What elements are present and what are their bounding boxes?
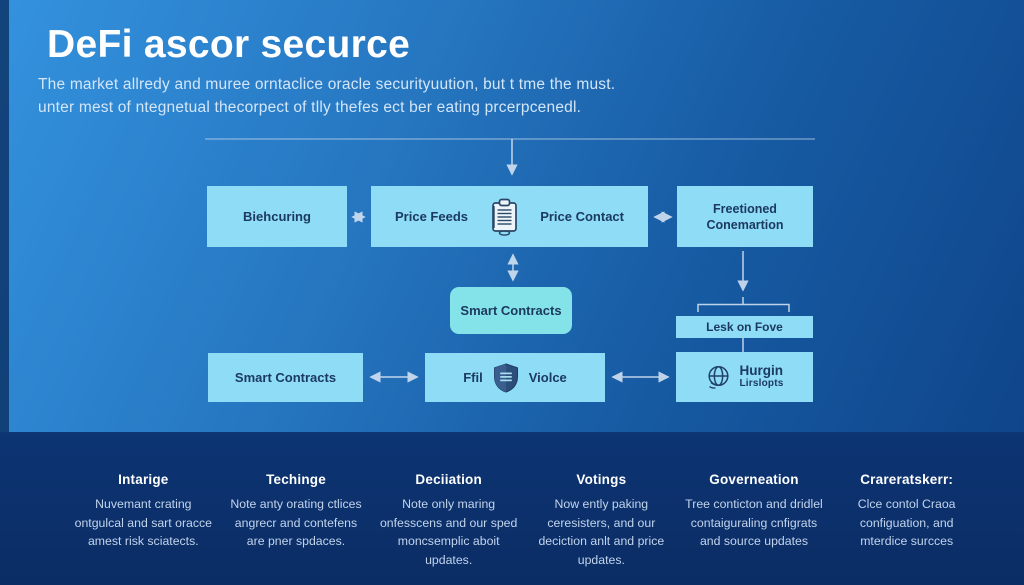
footer-band: Intarige Nuvemant crating ontgulcal and … [0,432,1024,585]
ffil-label: Ffil [463,370,483,385]
footer-col-body: Clce contol Craoa configuation, and mter… [857,497,956,548]
bracket-over-lesk [697,303,790,312]
violce-label: Violce [528,370,567,385]
hurgin-line1: Hurgin [739,363,783,378]
footer-col-body: Note only maring onfesscens and our sped… [379,497,518,567]
shield-icon [493,362,519,393]
page-title: DeFi ascor securce [47,23,411,66]
smart-contracts-bottom-label: Smart Contracts [234,370,337,385]
footer-col-body: Now ently paking ceresisters, and our de… [538,497,665,567]
footer-col-deciiation: Deciiation Note only maring onfesscens a… [377,472,520,585]
left-edge-shade [0,0,9,432]
box-freetioned-conemartion: Freetioned Conemartion [677,186,813,247]
footer-col-title: Intarige [118,472,169,487]
footer-col-body: Tree conticton and dridlel contaiguralin… [685,497,823,548]
hurgin-labels: Hurgin Lirslopts [739,364,783,390]
header: DeFi ascor securce The market allredy an… [38,22,615,119]
box-smart-contracts-mid: Smart Contracts [450,287,572,334]
globe-icon [705,364,732,391]
footer-col-title: Deciiation [415,472,482,487]
footer-col-body: Nuvemant crating ontgulcal and sart orac… [74,497,213,548]
footer-col-title: Governeation [709,472,799,487]
footer-col-crareratskerr: Crareratskerr: Clce contol Craoa configu… [835,472,978,585]
price-contact-label: Price Contact [540,209,624,224]
footer-col-title: Techinge [266,472,326,487]
box-ffil-violce: Ffil Violce [425,353,605,402]
box-hurgin-lirslopts: Hurgin Lirslopts [676,352,813,402]
footer-col-body: Note anty orating ctlices angrecr and co… [230,497,362,548]
freetioned-line1: Freetioned [713,201,777,216]
subtitle-line-2: unter mest of ntegnetual thecorpect of t… [38,98,582,116]
box-smart-contracts-bottom: Smart Contracts [208,353,363,402]
footer-col-votings: Votings Now ently paking ceresisters, an… [530,472,673,585]
clipboard-icon [485,197,523,237]
box-price-feeds-contract: Price Feeds Price Contact [371,186,648,247]
footer-col-governeation: Governeation Tree conticton and dridlel … [683,472,826,585]
price-feeds-label: Price Feeds [395,209,468,224]
freetioned-line2: Conemartion [706,217,784,232]
box-lesk-on-fove: Lesk on Fove [676,316,813,338]
hurgin-line2: Lirslopts [739,378,784,389]
subtitle-line-1: The market allredy and muree orntaclice … [38,76,616,93]
footer-col-intarige: Intarige Nuvemant crating ontgulcal and … [72,472,215,585]
smart-contracts-mid-label: Smart Contracts [460,303,562,318]
box-dishcuring-label: Biehcuring [243,209,311,224]
footer-col-techinge: Techinge Note anty orating ctlices angre… [225,472,368,585]
lesk-on-fove-label: Lesk on Fove [706,320,783,334]
footer-col-title: Crareratskerr: [860,472,954,487]
box-dishcuring: Biehcuring [207,186,347,247]
footer-col-title: Votings [576,472,627,487]
